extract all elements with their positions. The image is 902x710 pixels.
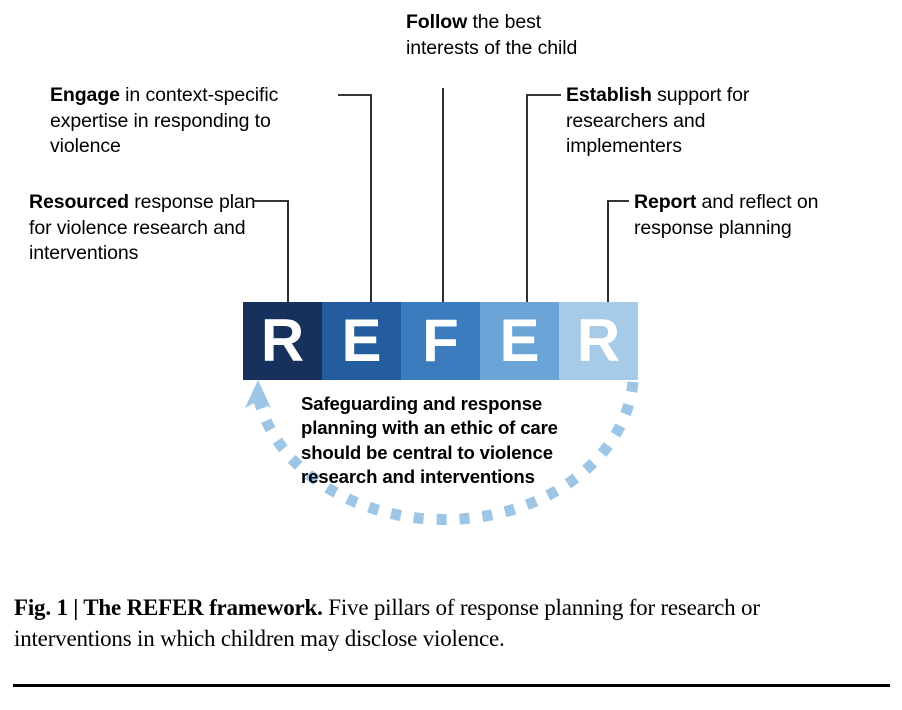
callout-report: Report and reflect on response planning (634, 190, 879, 241)
callout-resourced: Resourced response plan for violence res… (29, 190, 259, 267)
leader-line-establish (526, 94, 561, 302)
refer-block-establish: E (480, 302, 559, 380)
refer-block-follow: F (401, 302, 480, 380)
callout-resourced-text: response plan for violence research and … (29, 191, 256, 264)
figure-caption-text: Five pillars of response planning for re… (14, 595, 760, 651)
leader-line-engage (338, 94, 372, 302)
central-statement: Safeguarding and response planning with … (301, 393, 558, 488)
callout-follow-keyword: Follow (406, 11, 468, 33)
callout-follow: Follow the best interests of the child (406, 10, 591, 61)
callout-establish-keyword: Establish (566, 84, 652, 106)
figure-caption-lead: Fig. 1 | The REFER framework. (14, 595, 323, 620)
callout-follow-text: the best interests of the child (406, 11, 578, 59)
refer-block-letter: R (260, 307, 305, 374)
callout-engage-keyword: Engage (50, 84, 120, 106)
callout-report-text: and reflect on response planning (634, 191, 819, 239)
callout-establish: Establish support for researchers and im… (566, 83, 811, 160)
figure-caption: Fig. 1 | The REFER framework. Five pilla… (14, 592, 876, 654)
callout-engage: Engage in context-specific expertise in … (50, 83, 340, 160)
refer-block-report: R (559, 302, 638, 380)
bottom-divider-rule (13, 684, 890, 687)
callout-resourced-keyword: Resourced (29, 191, 129, 213)
refer-block-letter: R (576, 307, 621, 374)
callout-establish-text: support for researchers and implementers (566, 84, 750, 157)
refer-block-resourced: R (243, 302, 322, 380)
callout-report-keyword: Report (634, 191, 697, 213)
refer-block-letter: E (341, 307, 382, 374)
refer-block-engage: E (322, 302, 401, 380)
refer-block-letter: E (499, 307, 540, 374)
refer-block-letter: F (422, 307, 459, 374)
leader-line-report (607, 200, 629, 302)
callout-engage-text: in context-specific expertise in respond… (50, 84, 279, 157)
